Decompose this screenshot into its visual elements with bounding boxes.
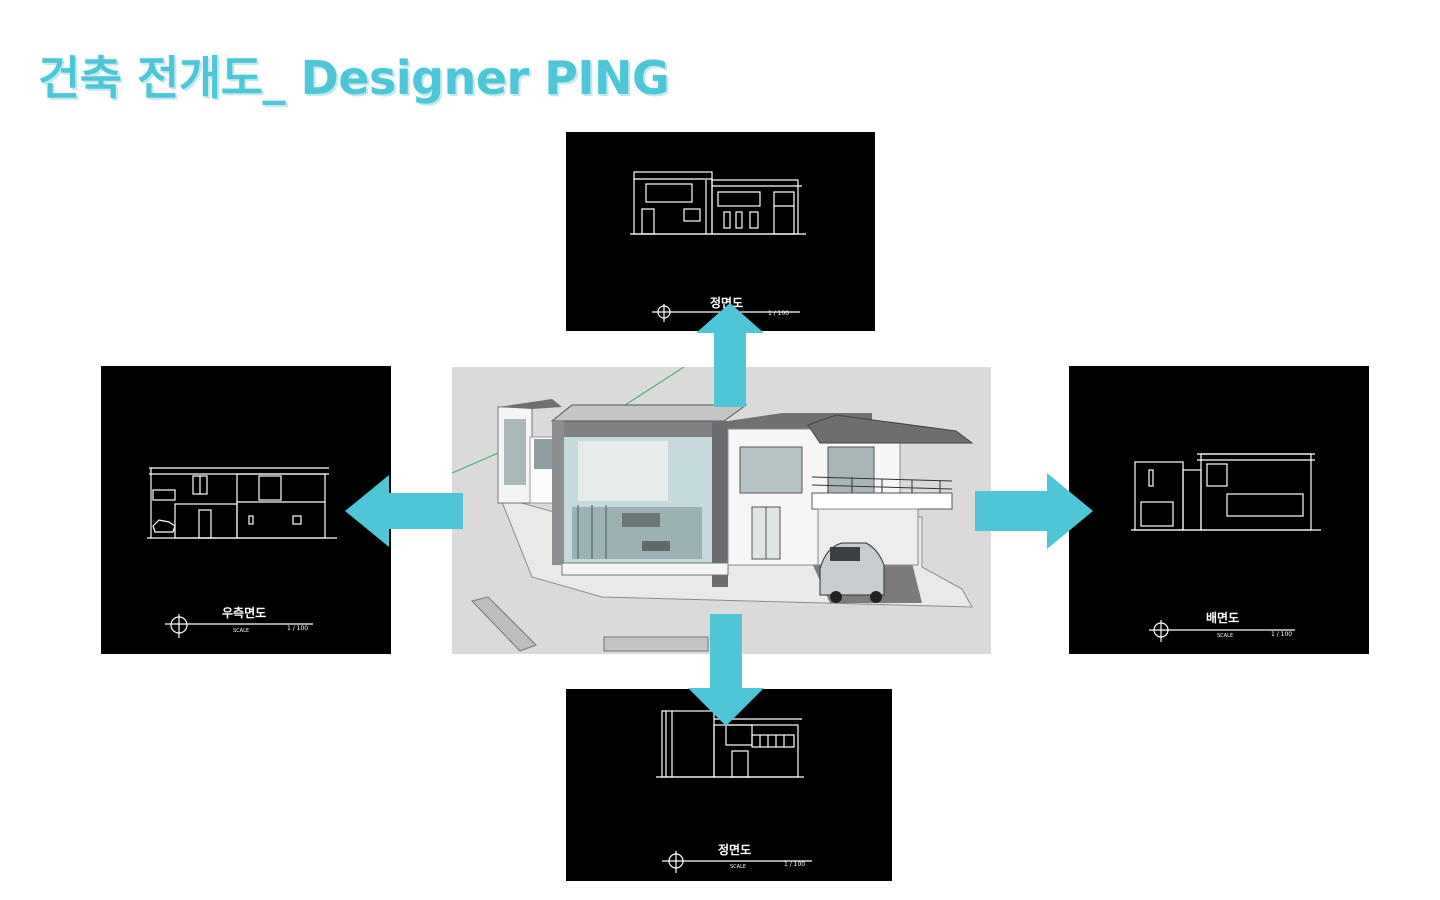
- scale-ratio: 1 / 100: [768, 310, 790, 317]
- scale-label: SCALE: [1217, 633, 1234, 639]
- elevation-drawing-bottom: [656, 710, 812, 873]
- elevation-drawing-right: [1131, 453, 1321, 642]
- arrow-right-icon: [975, 473, 1093, 549]
- arrow-down-icon: [688, 614, 764, 726]
- elevation-drawing-top: [630, 171, 806, 322]
- elevation-panel-left: 우측면도 SCALE 1 / 100: [101, 366, 391, 654]
- panel-label: 정면도: [710, 296, 744, 310]
- scale-ratio: 1 / 100: [287, 625, 309, 632]
- elevation-panel-right: 배면도 SCALE 1 / 100: [1069, 366, 1369, 654]
- scale-label: SCALE: [233, 628, 250, 634]
- arrow-up-icon: [696, 303, 764, 407]
- scale-ratio: 1 / 100: [784, 861, 806, 868]
- panel-label: 우측면도: [222, 606, 267, 620]
- house-3d-model: [452, 367, 991, 654]
- scale-ratio: 1 / 100: [1271, 631, 1293, 638]
- arrow-left-icon: [345, 475, 463, 547]
- scale-label: SCALE: [730, 864, 747, 870]
- panel-label: 정면도: [718, 843, 752, 857]
- page-title: 건축 전개도_ Designer PING: [37, 50, 670, 106]
- panel-label: 배면도: [1206, 611, 1240, 625]
- elevation-panel-top: 정면도 1 / 100: [566, 132, 875, 331]
- house-3d-illustration: [452, 367, 974, 652]
- elevation-drawing-left: [147, 467, 337, 638]
